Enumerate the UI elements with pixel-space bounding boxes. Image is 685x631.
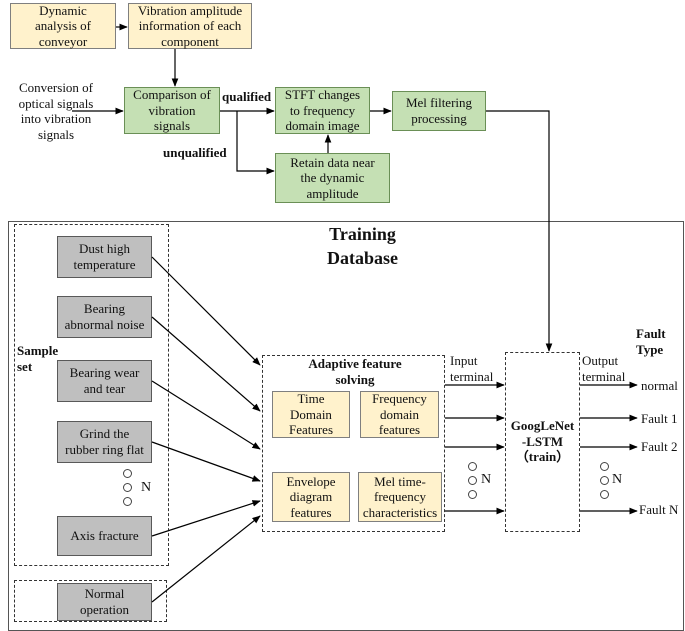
dynamic-analysis-box: Dynamic analysis of conveyor [10,3,116,49]
input-terminal-label: Input terminal [450,353,494,384]
feature-mel-time-frequency: Mel time- frequency characteristics [358,472,442,522]
sample-axis-fracture: Axis fracture [57,516,152,556]
qualified-label: qualified [222,89,272,104]
mel-filtering-box: Mel filtering processing [392,91,486,131]
ellipsis-circle [600,462,609,471]
comparison-box: Comparison of vibration signals [124,87,220,134]
sample-dust-high-temperature: Dust high temperature [57,236,152,278]
output-fault-1: Fault 1 [641,411,678,426]
arrow-sample-4 [151,441,261,482]
arrow-sample-1 [151,256,261,366]
sample-bearing-wear: Bearing wear and tear [57,360,152,402]
ellipsis-circle [123,497,132,506]
ellipsis-circle [468,462,477,471]
stft-box: STFT changes to frequency domain image [275,87,370,134]
feature-time-domain: Time Domain Features [272,391,350,438]
ellipsis-circle [123,483,132,492]
ellipsis-n-label: N [612,472,623,487]
conversion-label: Conversion of optical signals into vibra… [18,80,94,142]
ellipsis-n-label: N [141,480,152,495]
output-terminal-label: Output terminal [582,353,626,384]
ellipsis-circle [468,476,477,485]
sample-grind-rubber-ring: Grind the rubber ring flat [57,421,152,463]
ellipsis-circle [468,490,477,499]
unqualified-label: unqualified [163,145,227,160]
arrow-sample-3 [151,380,261,450]
googlenet-lstm-label: GoogLeNet -LSTM （train） [510,418,575,465]
output-normal: normal [641,378,678,393]
adaptive-feature-title: Adaptive feature solving [308,356,402,387]
normal-operation-group [14,580,167,622]
sample-bearing-abnormal-noise: Bearing abnormal noise [57,296,152,338]
retain-data-box: Retain data near the dynamic amplitude [275,153,390,203]
normal-operation-box: Normal operation [57,583,152,621]
adaptive-feature-group [262,355,445,532]
arrow-unqualified [236,111,275,175]
output-fault-2: Fault 2 [641,439,678,454]
vibration-amplitude-box: Vibration amplitude information of each … [128,3,252,49]
sample-set-label: Sample set [17,343,59,374]
arrow-sample-2 [151,316,261,412]
ellipsis-circle [600,490,609,499]
training-database-title: Training Database [327,224,398,268]
feature-envelope-diagram: Envelope diagram features [272,472,350,522]
ellipsis-circle [600,476,609,485]
arrow-normal-operation [151,515,261,603]
googlenet-lstm-group [505,352,580,532]
ellipsis-circle [123,469,132,478]
sample-set-group [14,224,169,566]
feature-frequency-domain: Frequency domain features [360,391,439,438]
output-fault-n: Fault N [639,502,679,517]
arrow-sample-5 [151,500,261,537]
arrow-mel-to-model [486,110,553,352]
fault-type-label: Fault Type [636,326,666,357]
ellipsis-n-label: N [481,472,492,487]
